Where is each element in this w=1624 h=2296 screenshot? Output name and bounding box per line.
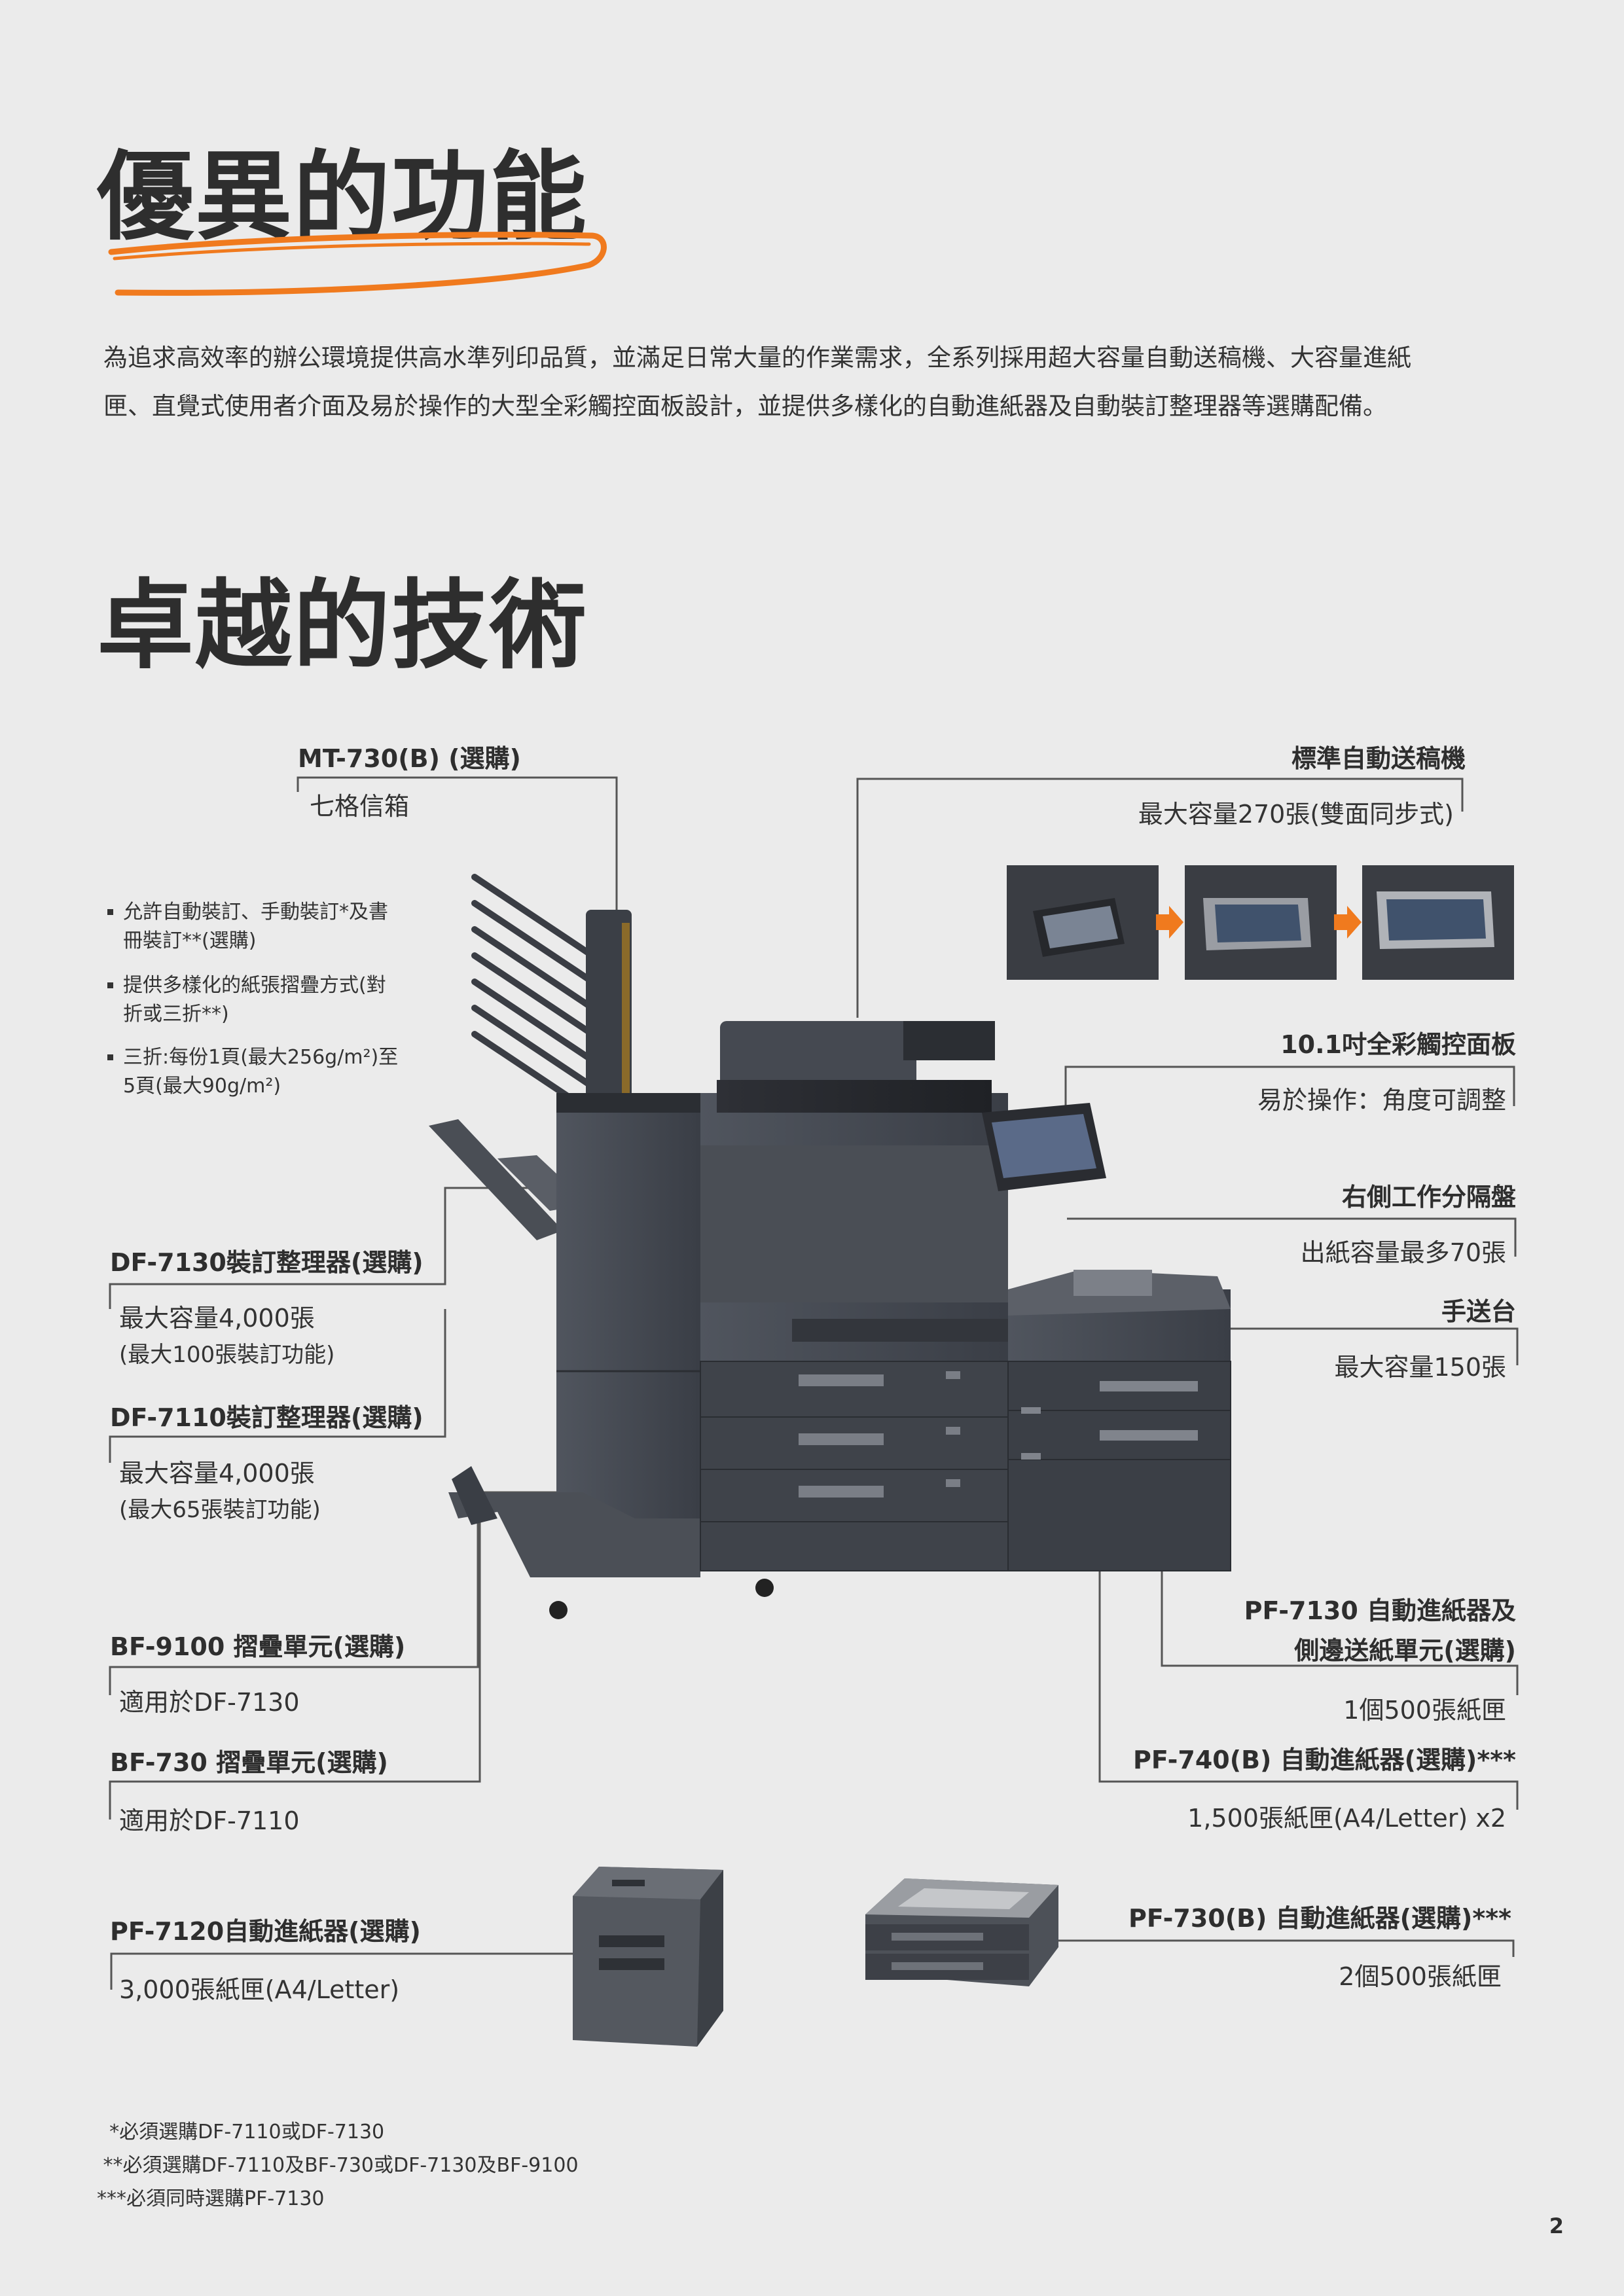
callout-pf7130: PF-7130 自動進紙器及 側邊送紙單元(選購) 1個500張紙匣 <box>1244 1590 1516 1726</box>
callout-text: 1,500張紙匣(A4/Letter) x2 <box>1187 1804 1506 1833</box>
callout-right-tray: 右側工作分隔盤 出紙容量最多70張 <box>1301 1177 1516 1268</box>
callout-pf730: PF-730(B) 自動進紙器(選購)*** 2個500張紙匣 <box>1128 1898 1511 1992</box>
panel-thumbnail <box>1362 865 1514 980</box>
printer-system-illustration <box>429 874 1231 1619</box>
callout-title: 標準自動送稿機 <box>1291 744 1466 773</box>
callout-text: 出紙容量最多70張 <box>1300 1238 1506 1267</box>
callout-touch-panel: 10.1吋全彩觸控面板 易於操作：角度可調整 <box>1257 1024 1516 1116</box>
callout-title: PF-730(B) 自動進紙器(選購)*** <box>1128 1904 1511 1933</box>
panel-thumbnail <box>1007 865 1159 980</box>
callout-text: 最大容量4,000張 <box>119 1304 315 1333</box>
callout-df7130: DF-7130裝訂整理器(選購) 最大容量4,000張 (最大100張裝訂功能) <box>110 1242 424 1369</box>
callout-title: 右側工作分隔盤 <box>1341 1183 1516 1211</box>
callout-title: DF-7130裝訂整理器(選購) <box>110 1248 424 1277</box>
intro-line-1: 為追求高效率的辦公環境提供高水準列印品質，並滿足日常大量的作業需求，全系列採用超… <box>103 344 1411 372</box>
callout-title: DF-7110裝訂整理器(選購) <box>110 1403 424 1432</box>
arrow-right-icon <box>1156 906 1183 939</box>
callout-bypass: 手送台 最大容量150張 <box>1334 1291 1516 1383</box>
callout-text: 最大容量150張 <box>1334 1353 1506 1382</box>
callout-title: PF-7120自動進紙器(選購) <box>110 1917 421 1946</box>
callout-text: 最大容量4,000張 <box>119 1459 315 1488</box>
finisher-feature-list: 允許自動裝訂、手動裝訂*及書冊裝訂**(選購) 提供多樣化的紙張摺疊方式(對折或… <box>107 898 424 1101</box>
callout-title-line-1: PF-7130 自動進紙器及 <box>1244 1596 1516 1625</box>
callout-text: 最大容量270張(雙面同步式) <box>1138 800 1454 829</box>
callout-title: MT-730(B) (選購) <box>298 744 521 773</box>
callout-note: (最大100張裝訂功能) <box>119 1342 335 1368</box>
intro-paragraph: 為追求高效率的辦公環境提供高水準列印品質，並滿足日常大量的作業需求，全系列採用超… <box>103 334 1411 431</box>
callout-bf9100: BF-9100 摺疊單元(選購) 適用於DF-7130 <box>110 1626 405 1718</box>
callout-title: 10.1吋全彩觸控面板 <box>1280 1030 1516 1059</box>
callout-note: (最大65張裝訂功能) <box>119 1497 321 1523</box>
section-title-technology: 卓越的技術 <box>97 569 588 682</box>
feature-item: 提供多樣化的紙張摺疊方式(對折或三折**) <box>107 971 386 1029</box>
callout-mt730: MT-730(B) (選購) 七格信箱 <box>298 738 521 822</box>
callout-text: 易於操作：角度可調整 <box>1257 1086 1506 1115</box>
callout-df7110: DF-7110裝訂整理器(選購) 最大容量4,000張 (最大65張裝訂功能) <box>110 1397 424 1524</box>
footnote: *必須選購DF-7110或DF-7130 <box>97 2121 385 2144</box>
callout-title: BF-730 摺疊單元(選購) <box>110 1748 388 1777</box>
footnote: **必須選購DF-7110及BF-730或DF-7130及BF-9100 <box>97 2154 579 2177</box>
callout-adf: 標準自動送稿機 最大容量270張(雙面同步式) <box>1138 738 1466 830</box>
intro-line-2: 匣、直覺式使用者介面及易於操作的大型全彩觸控面板設計，並提供多樣化的自動進紙器及… <box>103 392 1387 420</box>
page-number: 2 <box>1549 2214 1564 2238</box>
pf7120-illustration <box>573 1867 723 2047</box>
callout-pf740: PF-740(B) 自動進紙器(選購)*** 1,500張紙匣(A4/Lette… <box>1133 1740 1516 1834</box>
callout-title: 手送台 <box>1441 1297 1516 1326</box>
callout-text: 七格信箱 <box>310 792 410 821</box>
callout-pf7120: PF-7120自動進紙器(選購) 3,000張紙匣(A4/Letter) <box>110 1911 421 2005</box>
callout-text: 1個500張紙匣 <box>1343 1696 1506 1725</box>
orange-underline-decoration <box>108 232 607 296</box>
callout-text: 3,000張紙匣(A4/Letter) <box>119 1975 400 2004</box>
callout-text: 適用於DF-7130 <box>119 1688 300 1717</box>
callout-bf730: BF-730 摺疊單元(選購) 適用於DF-7110 <box>110 1742 388 1837</box>
feature-item: 允許自動裝訂、手動裝訂*及書冊裝訂**(選購) <box>107 898 388 956</box>
callout-title: BF-9100 摺疊單元(選購) <box>110 1632 406 1661</box>
pf730-illustration <box>865 1878 1058 1986</box>
panel-thumbnail <box>1185 865 1337 980</box>
callout-title: PF-740(B) 自動進紙器(選購)*** <box>1132 1746 1516 1774</box>
arrow-right-icon <box>1334 906 1362 939</box>
callout-title-line-2: 側邊送紙單元(選購) <box>1294 1636 1516 1665</box>
callout-text: 2個500張紙匣 <box>1339 1962 1502 1991</box>
footnote: ***必須同時選購PF-7130 <box>97 2187 325 2210</box>
panel-angle-thumbnails <box>1007 865 1514 980</box>
footnotes: *必須選購DF-7110或DF-7130 **必須選購DF-7110及BF-73… <box>97 2115 579 2215</box>
callout-text: 適用於DF-7110 <box>119 1806 300 1835</box>
